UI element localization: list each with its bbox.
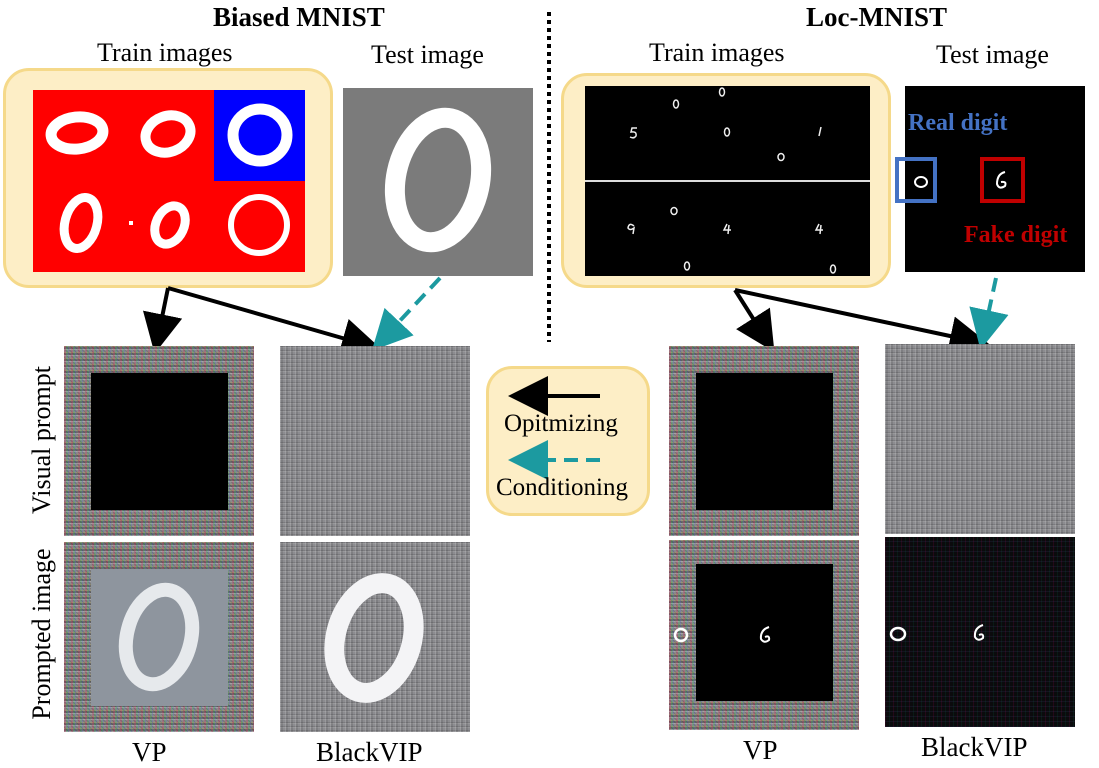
right-vp-caption: VP <box>743 735 778 765</box>
test-digit-zero <box>384 107 492 253</box>
left-vp-caption: VP <box>132 737 167 767</box>
blackvip-prompted-fake-digit-six <box>973 624 985 641</box>
right-blackvip-caption: BlackVIP <box>921 732 1028 762</box>
visual-prompt-row-label: Visual prompt <box>27 366 56 514</box>
left-test-image-label: Test image <box>371 40 484 69</box>
vp-prompted-black-center <box>696 564 833 701</box>
optimizing-arrow-left-vp <box>142 287 183 354</box>
rt-digit-one <box>818 126 822 137</box>
blackvip-prompted-digit-zero <box>324 573 424 703</box>
vp-prompted-center <box>91 569 228 706</box>
fake-digit-label: Fake digit <box>964 222 1068 248</box>
rb-digit <box>829 264 837 274</box>
legend-conditioning-label: Conditioning <box>496 474 628 501</box>
right-vp-visual-prompt <box>669 346 859 536</box>
left-train-images-grid <box>33 90 305 272</box>
rt-digit <box>672 99 680 109</box>
blackvip-prompted-real-digit-zero <box>889 626 907 642</box>
rb-digit <box>670 206 678 216</box>
prompted-digit-zero <box>118 582 200 692</box>
left-blackvip-visual-prompt <box>280 346 470 536</box>
right-blackvip-visual-prompt <box>885 344 1075 534</box>
prompted-fake-digit-six <box>759 626 771 643</box>
left-vp-prompted-image <box>64 542 254 732</box>
section-divider <box>547 12 551 342</box>
left-blackvip-prompted-image <box>280 542 470 732</box>
train-dot <box>129 221 133 225</box>
left-blackvip-caption: BlackVIP <box>316 737 423 767</box>
fake-digit-box <box>980 157 1025 203</box>
rt-digit <box>723 127 731 137</box>
rb-digit <box>683 261 691 271</box>
train-digit-2 <box>227 103 293 167</box>
left-test-image <box>343 88 533 276</box>
right-blackvip-prompted-image <box>885 537 1075 727</box>
right-train-images-grid <box>585 86 870 276</box>
train-digit-5 <box>228 194 290 256</box>
vp-black-center <box>696 373 833 510</box>
loc-mnist-title: Loc-MNIST <box>806 2 947 32</box>
train-digit-3 <box>59 193 103 253</box>
biased-mnist-title: Biased MNIST <box>213 2 385 32</box>
optimizing-arrow-right-blackvip <box>734 288 990 356</box>
train-digit-1 <box>140 110 196 158</box>
right-vp-prompted-image <box>669 540 859 730</box>
rb-digit-nine <box>627 223 636 235</box>
prompted-image-row-label: Prompted image <box>27 548 56 720</box>
left-train-images-label: Train images <box>97 38 233 67</box>
right-train-images-label: Train images <box>649 38 785 67</box>
right-train-digits <box>627 87 837 274</box>
legend-arrows <box>508 376 600 480</box>
left-train-digits <box>45 103 293 256</box>
real-digit-box <box>895 157 937 203</box>
train-divider-line <box>585 180 870 182</box>
right-test-image-label: Test image <box>936 40 1049 69</box>
rt-digit <box>777 152 785 162</box>
rt-digit <box>718 87 726 97</box>
prompted-real-digit-zero <box>673 627 689 643</box>
train-digit-4 <box>150 201 190 249</box>
train-digit-0 <box>45 111 109 155</box>
rb-digit-four <box>814 223 823 235</box>
vp-black-center <box>91 373 228 510</box>
optimizing-arrow-left-blackvip <box>167 286 382 358</box>
real-digit-zero <box>914 176 928 188</box>
real-digit-label: Real digit <box>908 110 1008 136</box>
conditioning-arrow-right <box>969 277 1009 350</box>
conditioning-arrow-left <box>371 276 442 351</box>
rb-digit-four <box>722 223 731 235</box>
legend-optimizing-label: Opitmizing <box>504 410 618 437</box>
optimizing-arrow-right-vp <box>733 288 775 353</box>
fake-digit-six <box>995 171 1007 189</box>
left-vp-visual-prompt <box>64 346 254 536</box>
rt-digit-five <box>629 127 637 139</box>
